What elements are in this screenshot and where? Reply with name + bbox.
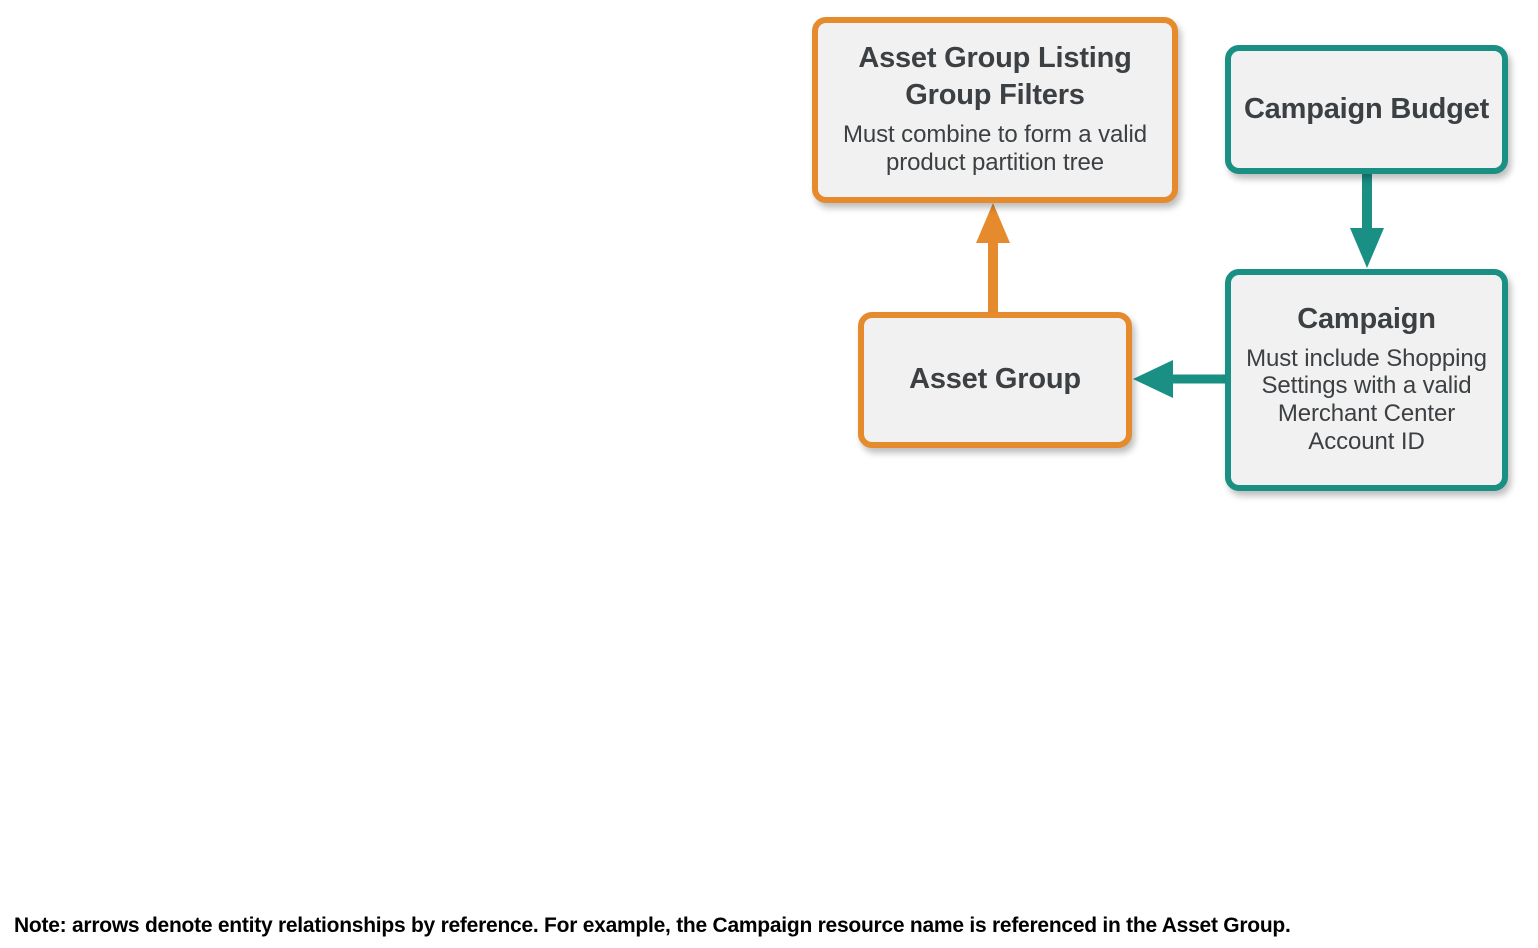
edge-campaign-budget-to-campaign bbox=[1350, 174, 1384, 268]
arrowhead-up-orange bbox=[976, 203, 1010, 243]
node-title: Campaign Budget bbox=[1243, 92, 1490, 125]
node-subtitle: Must combine to form a valid product par… bbox=[843, 121, 1147, 176]
node-asset-group[interactable]: Asset Group bbox=[858, 312, 1132, 448]
edge-campaign-to-asset-group bbox=[1133, 360, 1225, 398]
edge-asset-group-to-filters bbox=[976, 203, 1010, 312]
node-asset-group-listing-group-filters[interactable]: Asset Group Listing Group Filters Must c… bbox=[812, 17, 1178, 203]
arrowhead-left-teal bbox=[1133, 360, 1173, 398]
node-title: Asset Group Listing Group Filters bbox=[858, 41, 1132, 111]
footer-note: Note: arrows denote entity relationships… bbox=[14, 914, 1291, 937]
node-campaign[interactable]: Campaign Must include Shopping Settings … bbox=[1225, 269, 1508, 491]
node-title: Campaign bbox=[1297, 302, 1436, 335]
arrowhead-down-teal bbox=[1350, 228, 1384, 268]
node-title: Asset Group bbox=[909, 363, 1081, 396]
node-campaign-budget[interactable]: Campaign Budget bbox=[1225, 45, 1508, 174]
node-subtitle: Must include Shopping Settings with a va… bbox=[1246, 344, 1487, 455]
